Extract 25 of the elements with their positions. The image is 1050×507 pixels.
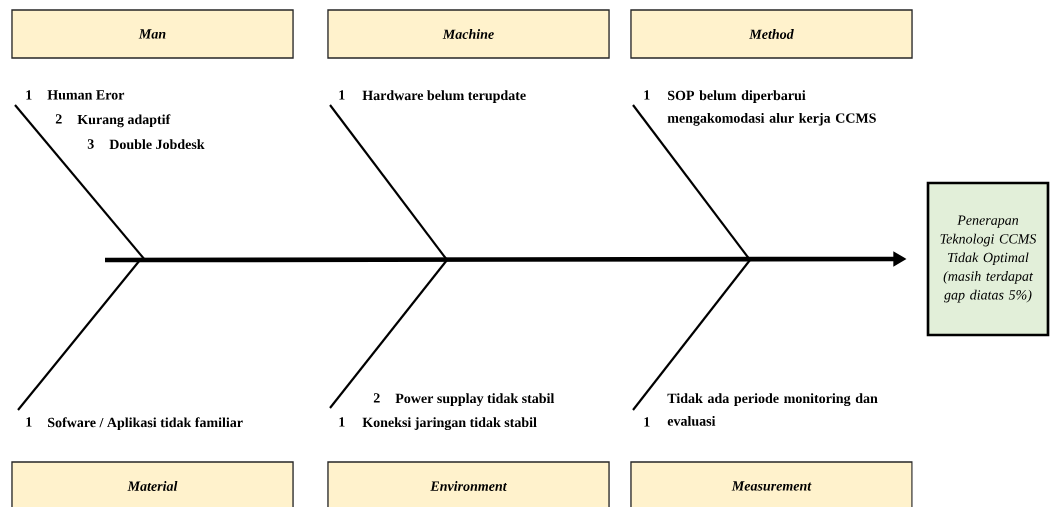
- category-box: Man: [11, 9, 294, 59]
- category-box: Material: [11, 461, 294, 507]
- category-box: Measurement: [630, 461, 913, 507]
- category-box: Method: [630, 9, 913, 59]
- category-box: Machine: [327, 9, 610, 59]
- cause-text: 2: [55, 114, 62, 124]
- cause-text: 1: [339, 417, 345, 427]
- effect-box: Penerapan Teknologi CCMS Tidak Optimal (masih terdapat gap diatas 5%): [926, 181, 1050, 337]
- cause-text: Hardware belum terupdate: [362, 90, 526, 103]
- cause-text: 1: [26, 90, 32, 100]
- cause-text: SOP belum diperbarui mengakomodasi alur kerja CCMS: [667, 90, 876, 126]
- cause-text: Sofware / Aplikasi tidak familiar: [48, 417, 243, 431]
- cause-text: 1: [644, 90, 650, 100]
- cause-text: Human Eror: [47, 90, 125, 100]
- cause-text: 1: [26, 417, 32, 427]
- category-box: Environment: [327, 461, 610, 507]
- cause-text: Koneksi jaringan tidak stabil: [362, 417, 537, 431]
- cause-text: 1: [644, 417, 650, 427]
- cause-text: Tidak ada periode monitoring dan evaluasi: [667, 393, 878, 426]
- cause-text: Double Jobdesk: [109, 139, 205, 150]
- cause-text: 2: [373, 393, 380, 403]
- cause-text: 3: [87, 139, 94, 149]
- cause-text: Kurang adaptif: [77, 114, 171, 128]
- cause-text: 1: [339, 90, 345, 100]
- cause-text: Power supplay tidak stabil: [395, 393, 555, 406]
